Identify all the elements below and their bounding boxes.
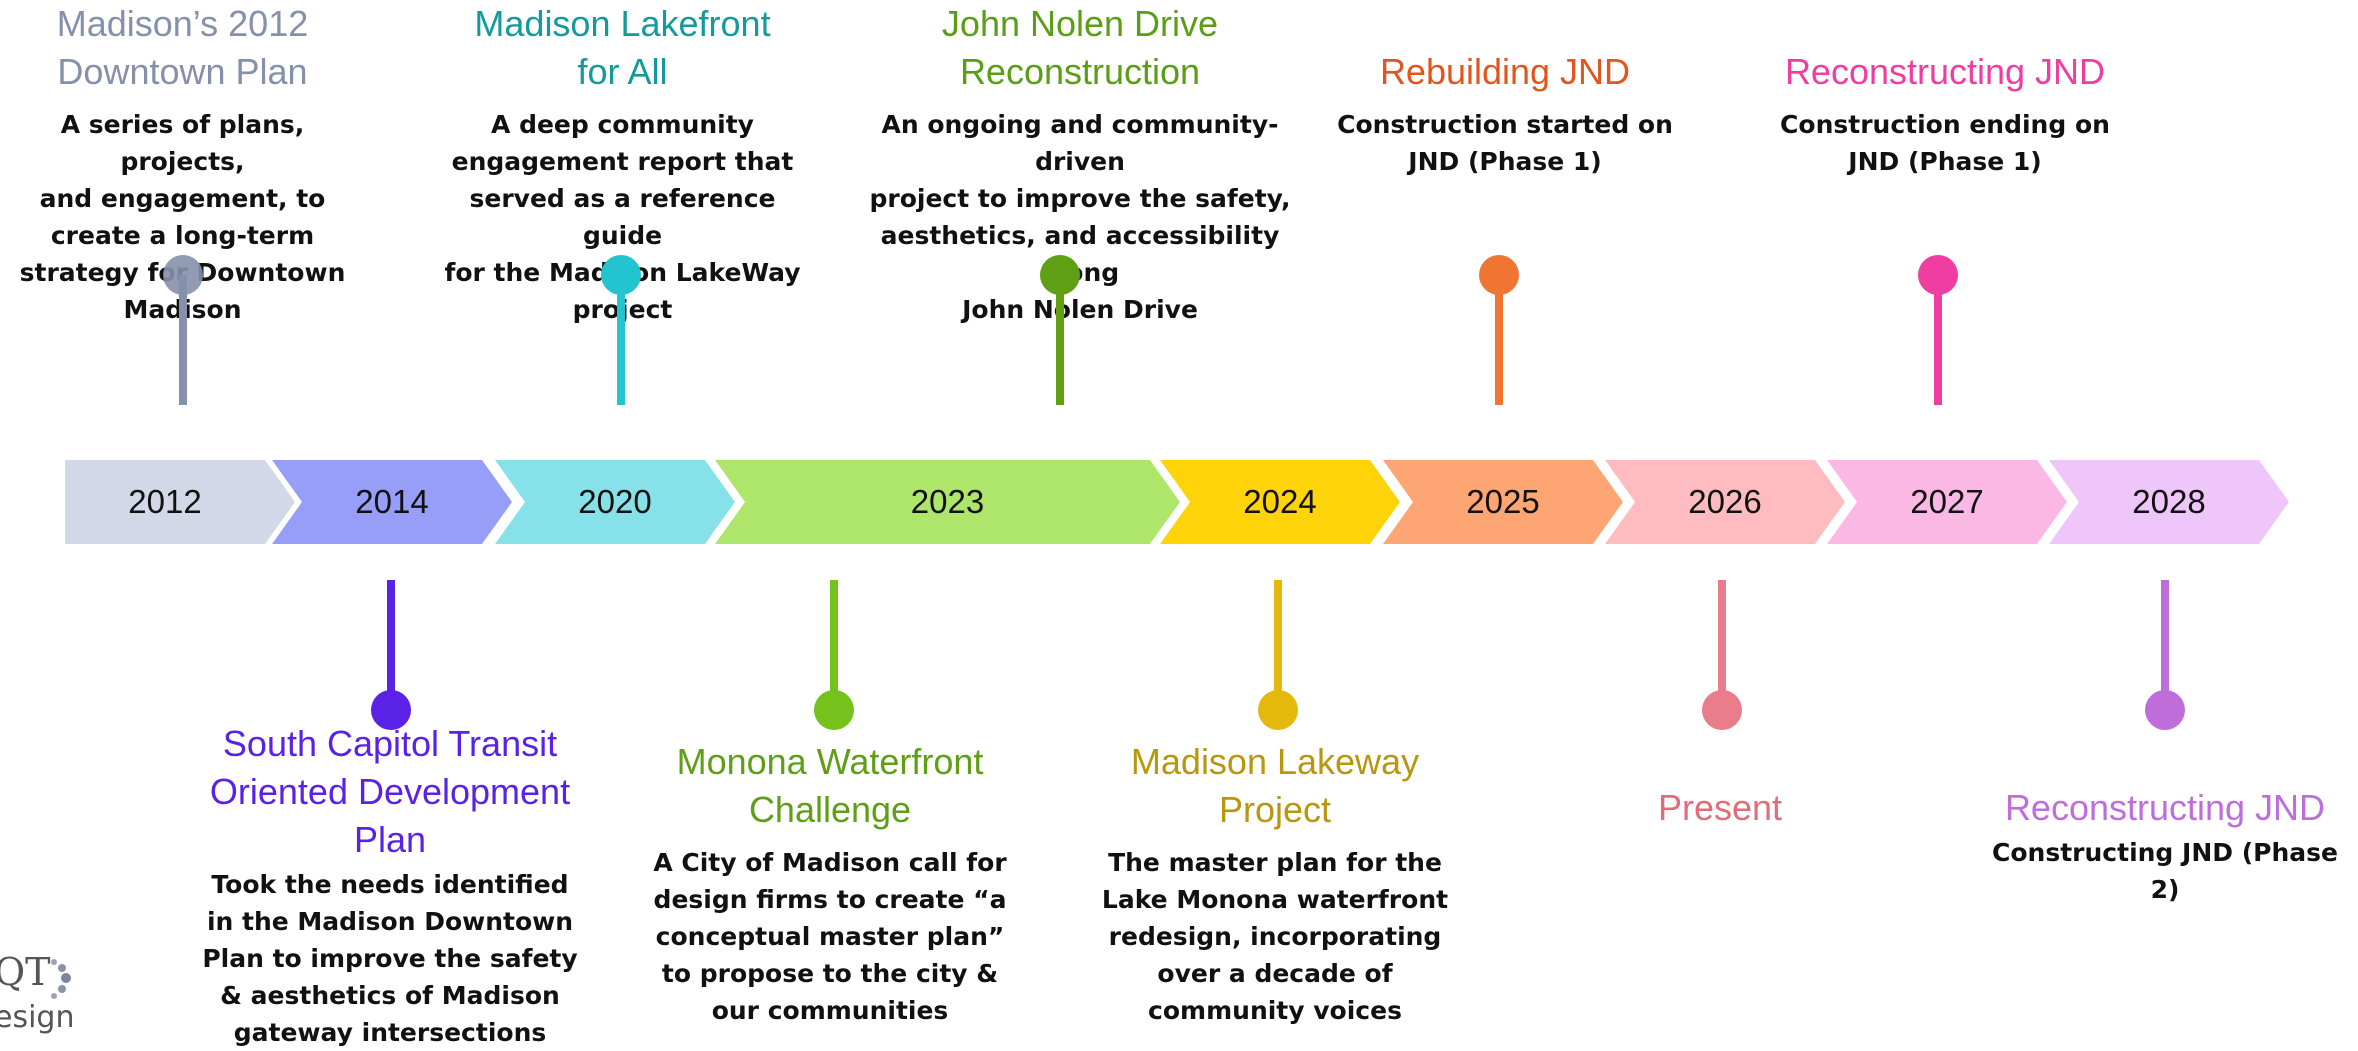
event-title: John Nolen Drive Reconstruction <box>941 3 1219 92</box>
event-top-2: Madison Lakefront for All A deep communi… <box>430 0 815 328</box>
logo-text-bottom: esign <box>0 1000 75 1035</box>
event-top-3: John Nolen Drive Reconstruction An ongoi… <box>840 0 1320 328</box>
pin-dot <box>1258 690 1298 730</box>
year-label: 2024 <box>1243 483 1317 520</box>
event-bottom-3: Madison Lakeway Project The master plan … <box>1075 738 1475 1029</box>
pin-stem <box>1274 580 1282 710</box>
pin-stem <box>1495 275 1503 405</box>
year-arrow-2026: 2026 <box>1605 460 1845 544</box>
brand-logo: QT esign <box>0 950 80 1050</box>
logo-text-top: QT <box>0 950 51 994</box>
event-title: Reconstructing JND <box>2004 787 2326 828</box>
year-label: 2012 <box>128 483 202 520</box>
year-arrow-2020: 2020 <box>495 460 735 544</box>
pin-dot <box>371 690 411 730</box>
pin-dot <box>601 255 641 295</box>
event-title: Monona Waterfront Challenge <box>676 741 984 830</box>
pin-stem <box>2161 580 2169 710</box>
pin-dot <box>1918 255 1958 295</box>
event-description: Construction started on JND (Phase 1) <box>1337 110 1673 176</box>
logo-dots-icon <box>51 959 71 999</box>
event-title: South Capitol Transit Oriented Developme… <box>209 723 571 860</box>
event-bottom-2: Monona Waterfront Challenge A City of Ma… <box>630 738 1030 1029</box>
pin-stem <box>1056 275 1064 405</box>
year-arrow-2027: 2027 <box>1827 460 2067 544</box>
year-label: 2026 <box>1688 483 1762 520</box>
event-description: An ongoing and community-driven project … <box>869 110 1291 324</box>
pin-dot <box>1702 690 1742 730</box>
year-arrow-2024: 2024 <box>1160 460 1400 544</box>
event-bottom-1: South Capitol Transit Oriented Developme… <box>190 720 590 1051</box>
year-label: 2027 <box>1910 483 1984 520</box>
pin-dot <box>2145 690 2185 730</box>
pin-dot <box>163 255 203 295</box>
year-arrow-2012: 2012 <box>65 460 295 544</box>
event-title: Present <box>1657 787 1783 828</box>
event-description: Took the needs identified in the Madison… <box>202 870 578 1047</box>
event-description: A City of Madison call for design firms … <box>653 848 1007 1025</box>
pin-stem <box>1718 580 1726 710</box>
event-description: The master plan for the Lake Monona wate… <box>1101 848 1449 1025</box>
event-description: Constructing JND (Phase 2) <box>1992 838 2338 904</box>
event-top-5: Reconstructing JND Construction ending o… <box>1770 48 2120 180</box>
year-label: 2025 <box>1466 483 1540 520</box>
year-label: 2028 <box>2132 483 2206 520</box>
pin-dot <box>1040 255 1080 295</box>
year-arrow-2028: 2028 <box>2049 460 2289 544</box>
event-top-4: Rebuilding JND Construction started on J… <box>1330 48 1680 180</box>
year-label: 2014 <box>355 483 429 520</box>
event-title: Rebuilding JND <box>1379 51 1631 92</box>
pin-stem <box>1934 275 1942 405</box>
pin-dot <box>814 690 854 730</box>
year-label: 2020 <box>578 483 652 520</box>
event-top-1: Madison’s 2012 Downtown Plan A series of… <box>0 0 365 328</box>
event-title: Madison Lakeway Project <box>1130 741 1420 830</box>
event-description: Construction ending on JND (Phase 1) <box>1780 110 2110 176</box>
event-title: Reconstructing JND <box>1784 51 2106 92</box>
pin-stem <box>179 275 187 405</box>
pin-stem <box>617 275 625 405</box>
year-arrow-2025: 2025 <box>1383 460 1623 544</box>
year-label: 2023 <box>910 483 985 520</box>
event-title: Madison Lakefront for All <box>474 3 771 92</box>
event-bottom-4: Present <box>1570 784 1870 832</box>
pin-stem <box>830 580 838 710</box>
event-description: A series of plans, projects, and engagem… <box>19 110 346 324</box>
pin-stem <box>387 580 395 710</box>
year-arrow-2023: 2023 <box>715 460 1180 544</box>
pin-dot <box>1479 255 1519 295</box>
year-arrow-2014: 2014 <box>272 460 512 544</box>
event-bottom-5: Reconstructing JND Constructing JND (Pha… <box>1985 784 2345 908</box>
event-title: Madison’s 2012 Downtown Plan <box>56 3 309 92</box>
